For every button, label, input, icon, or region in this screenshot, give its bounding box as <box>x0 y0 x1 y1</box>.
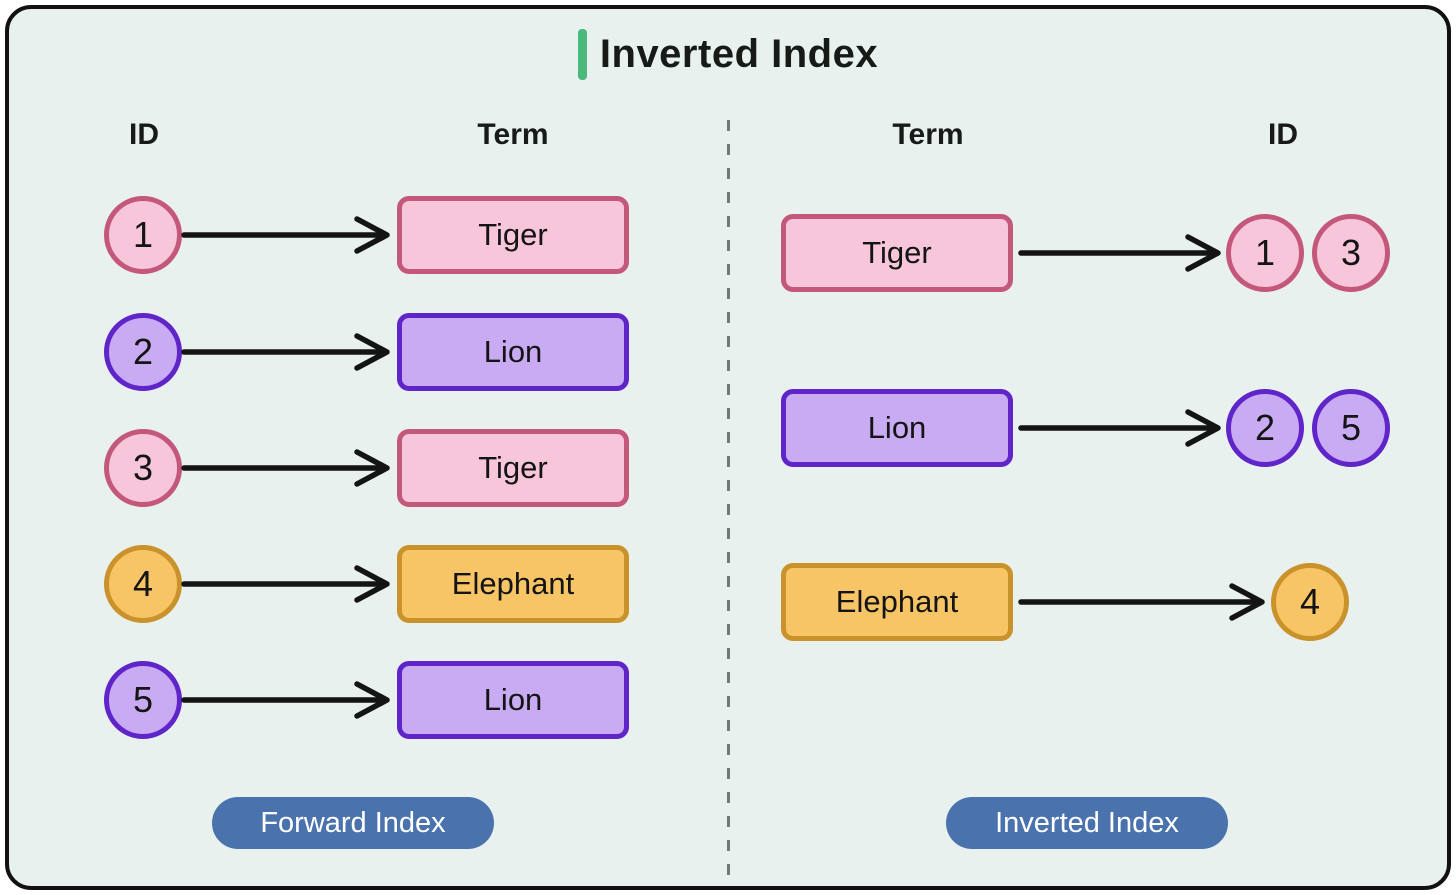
term-label: Lion <box>483 334 543 369</box>
vertical-dashed-divider <box>727 120 730 886</box>
inverted-id-header: ID <box>1268 118 1298 151</box>
doc-id-circle: 4 <box>1271 563 1349 641</box>
doc-id-label: 5 <box>1340 407 1362 448</box>
doc-id-label: 3 <box>132 447 154 488</box>
doc-id-label: 4 <box>132 563 154 604</box>
arrow-icon <box>181 565 390 603</box>
term-label: Lion <box>483 682 543 717</box>
arrow-icon <box>181 681 390 719</box>
doc-id-label: 2 <box>132 331 154 372</box>
arrow-icon <box>1018 409 1221 447</box>
term-box: Lion <box>781 389 1013 467</box>
term-label: Tiger <box>478 217 548 252</box>
term-label: Tiger <box>862 235 932 270</box>
inverted-term-header: Term <box>892 118 964 151</box>
term-label: Lion <box>867 410 927 445</box>
arrow-icon <box>1018 583 1265 621</box>
inverted-index-badge: Inverted Index <box>946 797 1228 849</box>
term-box: Tiger <box>397 429 629 507</box>
arrow-icon <box>1018 234 1221 272</box>
page-title: Inverted Index <box>599 31 879 76</box>
term-box: Lion <box>397 661 629 739</box>
term-box: Tiger <box>781 214 1013 292</box>
doc-id-circle: 2 <box>1226 389 1304 467</box>
doc-id-circle: 5 <box>104 661 182 739</box>
doc-id-label: 4 <box>1299 581 1321 622</box>
arrow-icon <box>181 333 390 371</box>
title-accent-bar <box>577 28 587 80</box>
arrow-icon <box>181 449 390 487</box>
term-label: Tiger <box>478 450 548 485</box>
doc-id-circle: 2 <box>104 313 182 391</box>
doc-id-label: 1 <box>1254 232 1276 273</box>
doc-id-label: 1 <box>132 214 154 255</box>
arrow-icon <box>181 216 390 254</box>
doc-id-label: 2 <box>1254 407 1276 448</box>
title-block: Inverted Index <box>0 24 1456 84</box>
term-label: Elephant <box>835 584 959 619</box>
term-box: Elephant <box>781 563 1013 641</box>
term-label: Elephant <box>451 566 575 601</box>
doc-id-label: 3 <box>1340 232 1362 273</box>
forward-index-badge: Forward Index <box>212 797 494 849</box>
doc-id-circle: 5 <box>1312 389 1390 467</box>
forward-term-header: Term <box>477 118 549 151</box>
term-box: Lion <box>397 313 629 391</box>
term-box: Tiger <box>397 196 629 274</box>
doc-id-circle: 3 <box>104 429 182 507</box>
doc-id-circle: 1 <box>104 196 182 274</box>
forward-id-header: ID <box>129 118 159 151</box>
term-box: Elephant <box>397 545 629 623</box>
doc-id-circle: 1 <box>1226 214 1304 292</box>
doc-id-label: 5 <box>132 679 154 720</box>
doc-id-circle: 3 <box>1312 214 1390 292</box>
doc-id-circle: 4 <box>104 545 182 623</box>
